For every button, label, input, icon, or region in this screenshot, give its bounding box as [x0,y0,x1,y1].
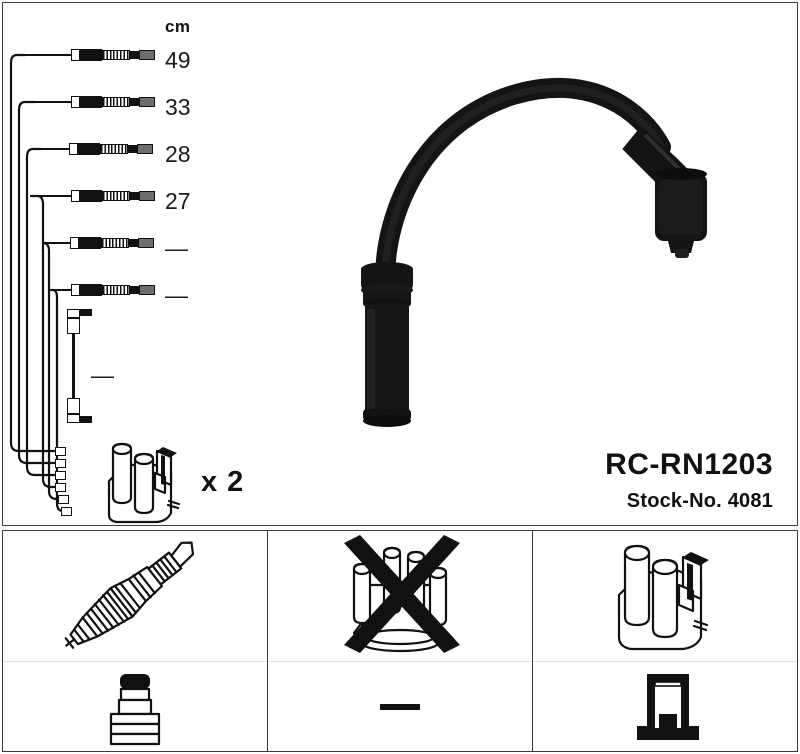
length-value-3: 28 [165,141,191,167]
spark-plug-boot-icon [109,674,161,746]
jumper-bottom-body [67,398,80,414]
stock-number: Stock-No. 4081 [626,490,773,512]
length-value-5: — [165,235,188,261]
routing-terminal-2 [55,459,66,468]
jumper-bottom-terminal [80,416,92,423]
cable-routing-paths [9,53,65,513]
spark-plug-panel-top [3,531,267,661]
routing-terminal-6 [61,507,72,516]
jumper-top-body [67,318,80,334]
ignition-coil-panel-top [533,531,797,661]
length-value-6: — [165,282,188,308]
part-number: RC-RN1203 [605,448,773,481]
jumper-top-boot [67,309,80,318]
ignition-coil-panel [533,531,797,751]
not-applicable-dash [380,703,420,710]
routing-terminal-5 [58,495,69,504]
distributor-cap-icon [344,535,460,653]
spark-plug-icon [64,541,195,649]
spark-plug-panel [3,531,268,751]
jumper-wire [72,334,75,398]
cable-connector-6 [51,283,181,297]
ignition-cable-icon [361,77,707,427]
distributor-cap-panel-bottom [268,661,532,751]
routing-terminal-4 [55,483,66,492]
length-value-4: 27 [165,188,191,214]
cable-connector-3 [41,142,171,156]
unit-header: cm [165,17,191,36]
spark-plug-panel-bottom [3,661,267,751]
length-value-1: 49 [165,47,191,73]
routing-terminal-1 [55,447,66,456]
routing-terminal-3 [55,471,66,480]
cable-connector-2 [35,95,165,109]
ignition-coil-pack-icon [617,544,709,651]
distributor-cap-panel-top [268,531,532,661]
jumper-top-terminal [80,309,92,316]
jumper-length-value: — [91,362,114,388]
ignition-coil-panel-bottom [533,661,797,751]
quantity-multiplier-label: x 2 [201,466,245,498]
length-value-2: 33 [165,94,191,120]
jumper-bottom-boot [67,414,80,423]
compatibility-panels [2,530,798,752]
cable-connector-1 [25,48,155,62]
upper-illustration-frame: cm 49 33 28 27 — — [2,2,798,526]
distributor-cap-panel [268,531,533,751]
ignition-coil-pack-icon [107,442,181,524]
cable-connector-4 [31,189,161,203]
cable-connector-5 [46,236,176,250]
coil-terminal-icon [637,674,699,740]
